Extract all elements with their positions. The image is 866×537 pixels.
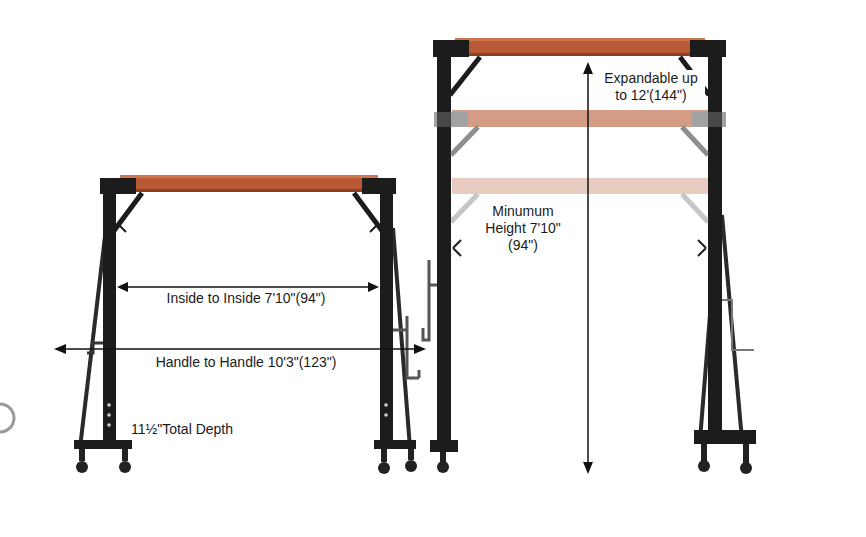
- dimension-label: Expandable up to 12'(144"): [597, 70, 705, 104]
- tall-gantry-crane-part: [433, 40, 469, 57]
- dimension-arrows-part: [368, 282, 379, 292]
- small-gantry-crane-part: [381, 449, 387, 462]
- tall-gantry-crane-part: [440, 452, 446, 462]
- dimension-arrows-part: [117, 282, 128, 292]
- dimension-arrows-part: [54, 344, 66, 354]
- dimension-arrows: [54, 62, 593, 474]
- tall-gantry-crane-part: [694, 430, 756, 444]
- tall-gantry-crane-part: [743, 444, 749, 463]
- small-gantry-crane-part: [79, 449, 85, 461]
- tall-gantry-crane-part: [455, 38, 705, 56]
- dimension-label: Minumum Height 7'10" (94"): [474, 203, 572, 254]
- small-gantry-crane-part: [87, 343, 103, 353]
- tall-gantry-crane-part: [722, 300, 754, 350]
- small-gantry-crane-part: [119, 461, 131, 473]
- tall-gantry-crane-part-part: [682, 127, 708, 155]
- small-gantry-crane-part: [370, 216, 378, 232]
- tall-gantry-crane-part: [437, 461, 449, 473]
- dimension-arrows-part: [62, 348, 418, 350]
- small-gantry-crane-part: [374, 440, 416, 449]
- tall-gantry-crane-part-part: [452, 110, 708, 127]
- small-gantry-crane-part: [118, 216, 126, 232]
- small-gantry-crane-part: [405, 460, 417, 472]
- tall-gantry-crane-part: [690, 40, 726, 57]
- small-gantry-crane-part: [74, 440, 132, 449]
- tall-gantry-crane-part: [698, 240, 706, 256]
- small-gantry-crane-part: [120, 175, 378, 192]
- tall-gantry-crane-part-part: [682, 194, 708, 222]
- tall-gantry-crane-part: [434, 110, 726, 155]
- tall-gantry-crane-part: [450, 57, 480, 95]
- tall-gantry-crane-part: [455, 38, 705, 41]
- tall-gantry-crane: [423, 38, 756, 474]
- small-gantry-crane-part: [378, 462, 390, 474]
- small-gantry-crane-part: [107, 413, 111, 417]
- tall-gantry-crane-part-part: [692, 112, 726, 127]
- tall-gantry-crane-part-part: [434, 112, 468, 127]
- dimension-label: Handle to Handle 10'3"(123"): [154, 354, 339, 371]
- dimension-arrows-part: [583, 462, 593, 474]
- dimension-label: 11½"Total Depth: [129, 421, 235, 438]
- tall-gantry-crane-part: [453, 240, 461, 256]
- small-gantry-crane-part: [122, 449, 128, 461]
- tall-gantry-crane-part-part: [452, 178, 708, 194]
- small-gantry-crane-part: [120, 189, 378, 192]
- small-gantry-crane-part: [76, 461, 88, 473]
- tall-gantry-crane-part: [430, 440, 458, 452]
- small-gantry-crane-part: [80, 228, 106, 448]
- edge-icon: [0, 404, 14, 432]
- tall-gantry-crane-part: [701, 444, 707, 461]
- small-gantry-crane-part: [408, 449, 414, 460]
- tall-gantry-crane-part: [455, 53, 705, 56]
- small-gantry-crane-part: [362, 178, 396, 194]
- small-gantry-crane: [74, 175, 419, 474]
- small-gantry-crane-part: [384, 403, 388, 407]
- dimension-label: Inside to Inside 7'10"(94"): [165, 290, 328, 307]
- tall-gantry-crane-part: [740, 462, 752, 474]
- tall-gantry-crane-part: [423, 260, 437, 340]
- small-gantry-crane-part: [100, 178, 136, 194]
- tall-gantry-crane-part: [698, 460, 710, 472]
- dimension-arrows-part: [587, 70, 589, 466]
- tall-gantry-crane-part: [708, 44, 722, 436]
- dimension-arrows-part: [583, 62, 593, 74]
- edge-icon-part: [0, 404, 14, 432]
- tall-gantry-crane-part-part: [451, 127, 478, 155]
- small-gantry-crane-part: [113, 193, 142, 232]
- tall-gantry-crane-part: [437, 44, 451, 446]
- small-gantry-crane-part: [120, 175, 378, 178]
- dimension-arrows-part: [124, 286, 372, 288]
- small-gantry-crane-part: [107, 403, 111, 407]
- small-gantry-crane-part: [107, 423, 111, 427]
- small-gantry-crane-part: [384, 413, 388, 417]
- dimension-arrows-part: [414, 344, 426, 354]
- small-gantry-crane-part: [354, 193, 383, 232]
